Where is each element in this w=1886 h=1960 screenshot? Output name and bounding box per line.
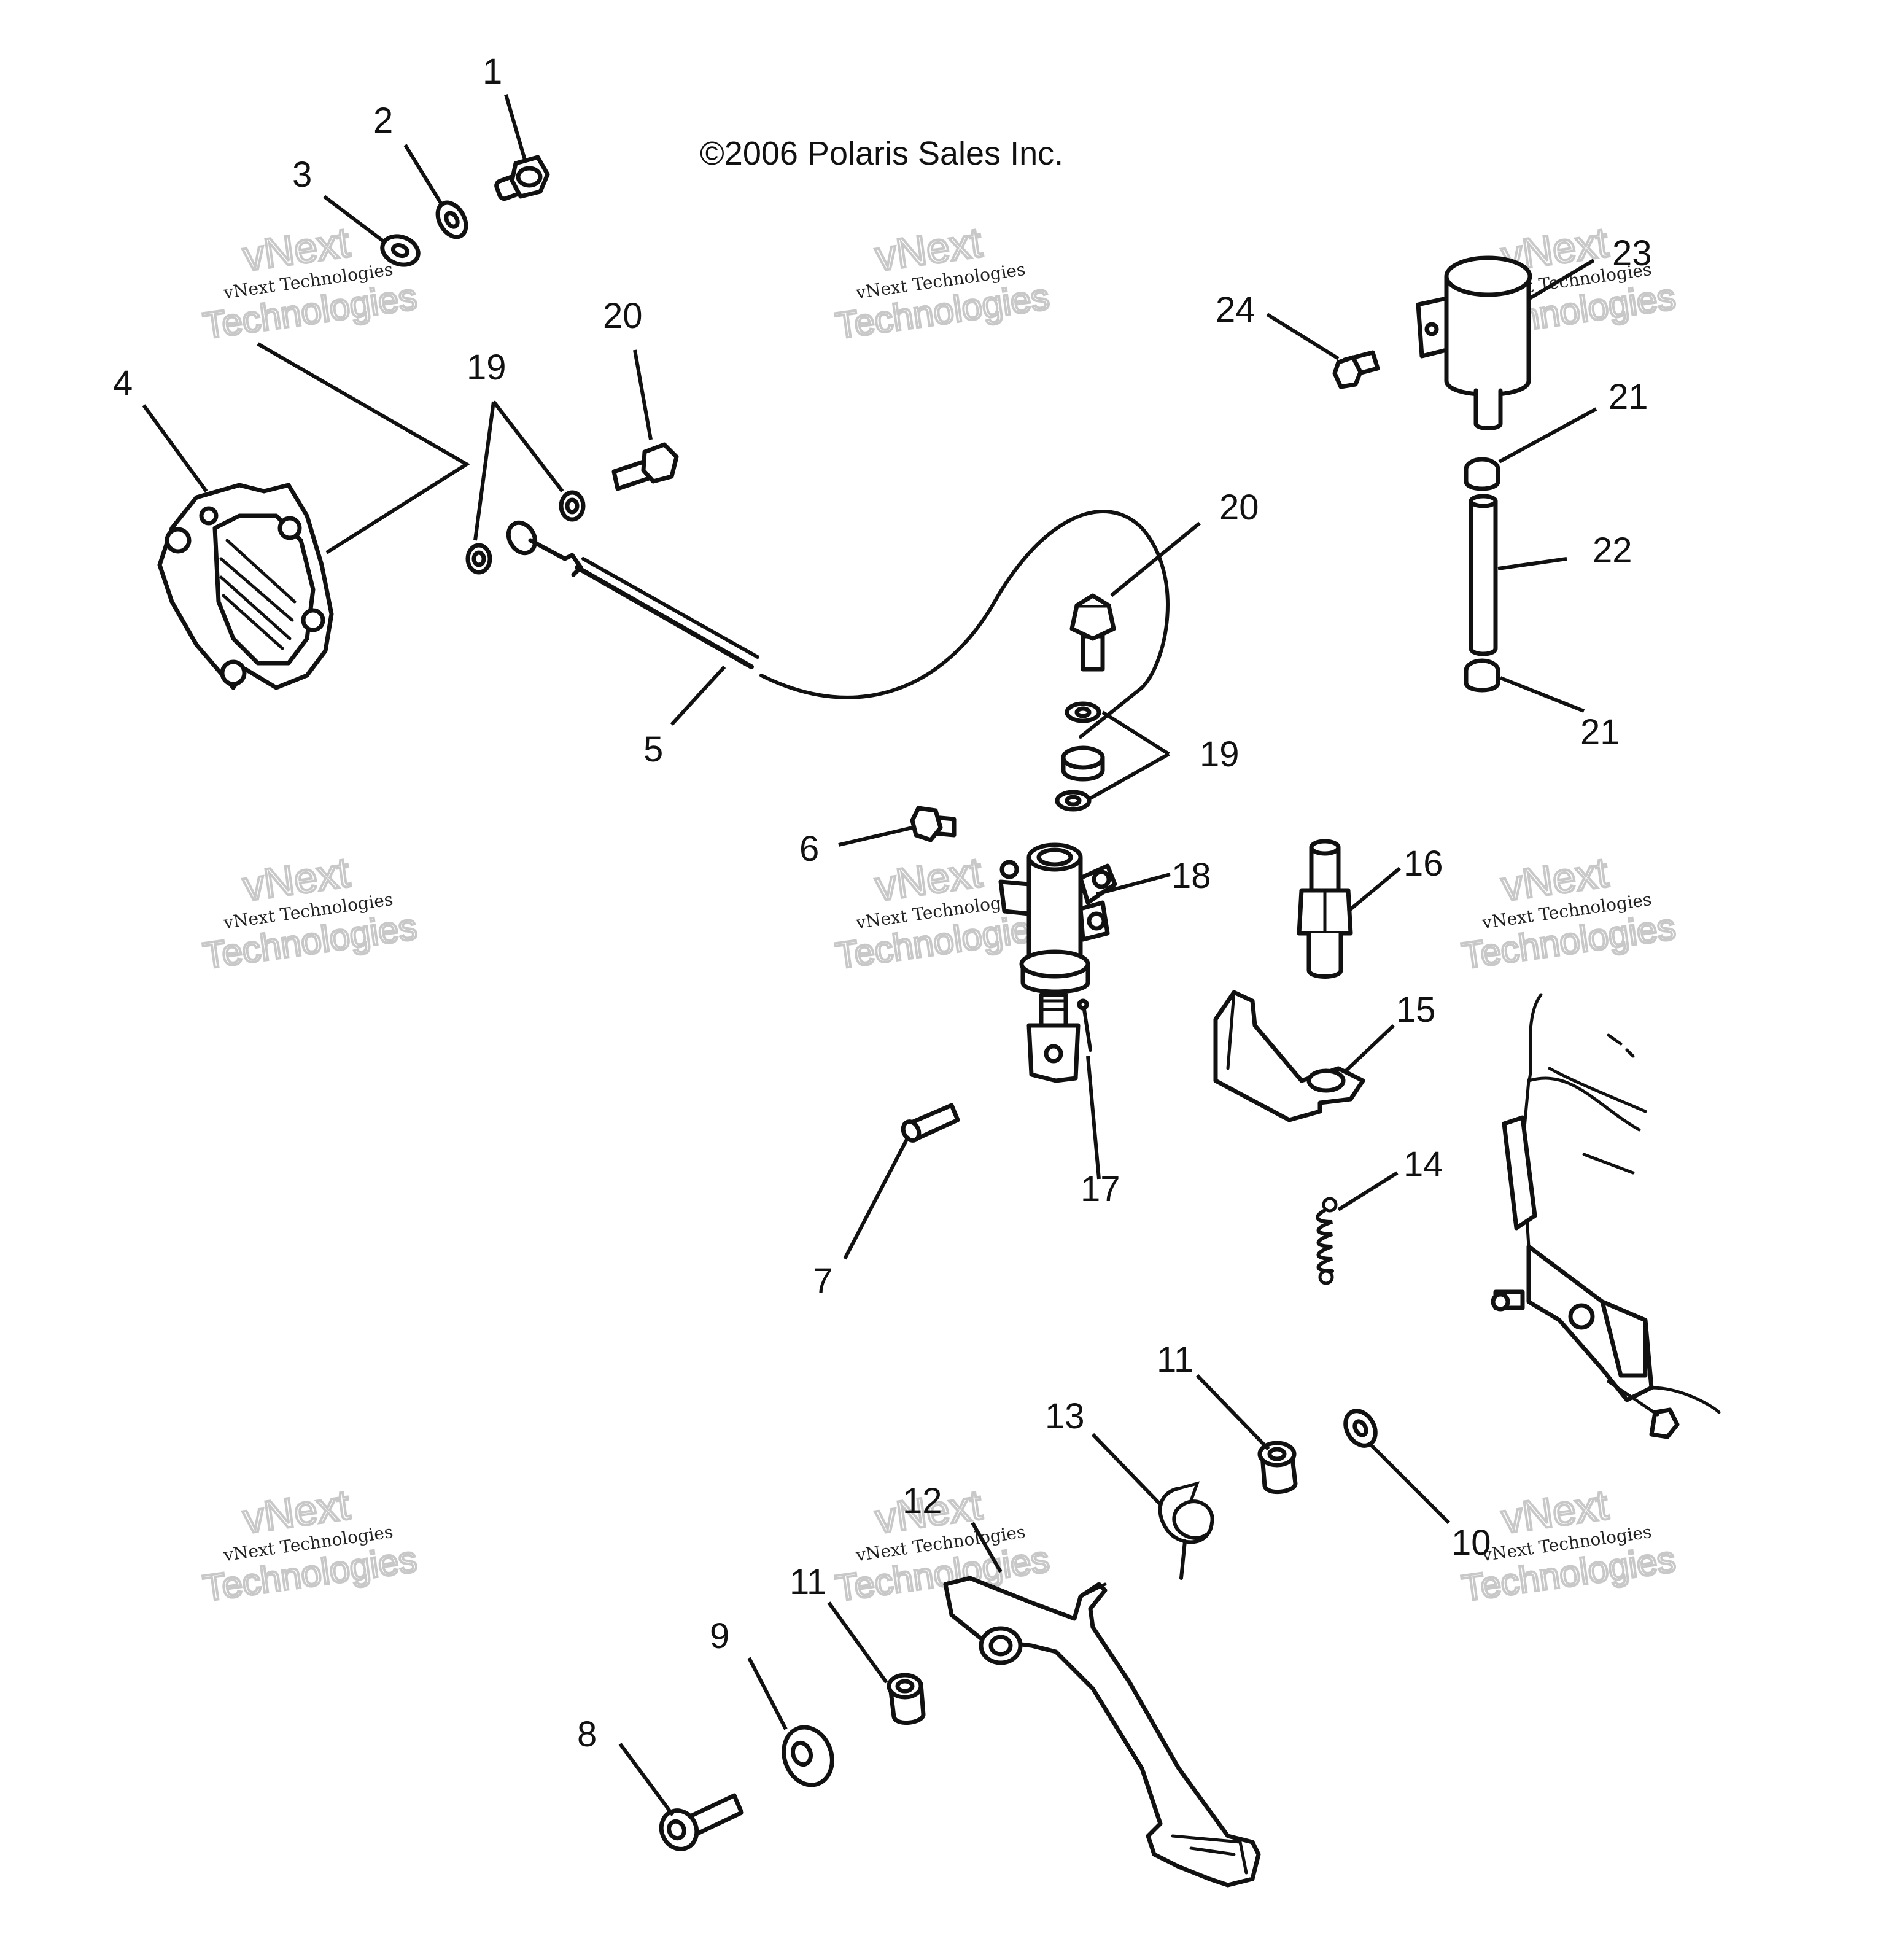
part-13-spring bbox=[1158, 1481, 1214, 1580]
part-1-bolt bbox=[494, 155, 550, 201]
part-5-brake-line bbox=[506, 510, 1170, 739]
callout-15: 15 bbox=[1396, 990, 1436, 1030]
callout-23: 23 bbox=[1612, 233, 1652, 273]
callout-17: 17 bbox=[1081, 1169, 1120, 1209]
callout-1: 1 bbox=[483, 52, 502, 91]
callout-6: 6 bbox=[799, 829, 819, 869]
callout-20-lower: 20 bbox=[1219, 488, 1259, 527]
callout-22: 22 bbox=[1593, 531, 1632, 570]
callout-4: 4 bbox=[113, 364, 133, 403]
callout-14: 14 bbox=[1403, 1145, 1443, 1184]
callout-10: 10 bbox=[1451, 1523, 1491, 1563]
callout-11-upper: 11 bbox=[1157, 1340, 1193, 1380]
part-6-bolt bbox=[910, 806, 957, 842]
callout-3: 3 bbox=[292, 155, 312, 195]
watermark: vNext Technologies vNext Technologies bbox=[200, 1480, 421, 1611]
callout-18: 18 bbox=[1171, 856, 1211, 896]
part-18-master-cylinder bbox=[998, 842, 1117, 1083]
callout-16: 16 bbox=[1403, 844, 1443, 884]
part-22-hose bbox=[1469, 494, 1498, 656]
part-4-brake-caliper bbox=[157, 483, 334, 690]
callout-21-upper: 21 bbox=[1609, 377, 1648, 417]
part-21-clamp bbox=[1464, 658, 1500, 693]
part-11-bushing bbox=[887, 1673, 926, 1725]
part-19-washer-stack bbox=[1055, 701, 1105, 812]
part-20-bolt bbox=[611, 442, 679, 491]
part-10-washer bbox=[1343, 1409, 1378, 1448]
part-23-reservoir bbox=[1416, 255, 1532, 430]
callout-21-lower: 21 bbox=[1580, 712, 1620, 752]
watermark: vNext Technologies vNext Technologies bbox=[200, 848, 421, 978]
callout-24: 24 bbox=[1216, 290, 1255, 330]
callout-5: 5 bbox=[643, 729, 663, 769]
callout-12: 12 bbox=[902, 1481, 942, 1521]
frame-pedal-assembly bbox=[1491, 993, 1721, 1439]
part-11-bushing bbox=[1257, 1441, 1298, 1495]
part-14-spring bbox=[1316, 1197, 1338, 1285]
callout-19-upper: 19 bbox=[467, 348, 506, 387]
part-24-bolt bbox=[1332, 350, 1380, 389]
watermark-group: vNext Technologies vNext Technologies vN… bbox=[200, 218, 1679, 1611]
part-2-washer bbox=[435, 200, 468, 239]
callout-9: 9 bbox=[710, 1616, 729, 1656]
part-3-washer bbox=[380, 234, 421, 267]
callout-13: 13 bbox=[1045, 1396, 1085, 1436]
part-19-washer bbox=[559, 490, 586, 522]
part-19-washer bbox=[465, 543, 492, 575]
watermark: vNext Technologies vNext Technologies bbox=[832, 218, 1053, 348]
callout-20-upper: 20 bbox=[603, 296, 643, 336]
part-20-bolt-vertical bbox=[1069, 593, 1116, 672]
part-9-washer bbox=[782, 1725, 834, 1787]
part-21-clamp bbox=[1464, 457, 1500, 491]
watermark: vNext Technologies vNext Technologies bbox=[1458, 848, 1679, 978]
callout-2: 2 bbox=[373, 101, 393, 141]
part-8-pivot-bolt bbox=[659, 1793, 744, 1851]
callout-8: 8 bbox=[577, 1714, 597, 1754]
callout-7: 7 bbox=[813, 1261, 832, 1301]
leader-lines bbox=[142, 94, 1597, 1816]
watermark: vNext Technologies vNext Technologies bbox=[200, 218, 421, 348]
copyright-notice: ©2006 Polaris Sales Inc. bbox=[700, 135, 1063, 172]
part-15-bracket bbox=[1213, 990, 1365, 1122]
part-17-cotter-pin bbox=[1077, 998, 1092, 1052]
callout-labels: 1 2 3 4 5 6 7 8 9 10 11 11 12 13 14 15 1… bbox=[113, 52, 1652, 1754]
part-16-brake-switch bbox=[1297, 839, 1353, 979]
callout-11-lower: 11 bbox=[790, 1562, 826, 1602]
callout-19-lower: 19 bbox=[1200, 734, 1240, 774]
part-12-brake-pedal bbox=[943, 1576, 1261, 1888]
